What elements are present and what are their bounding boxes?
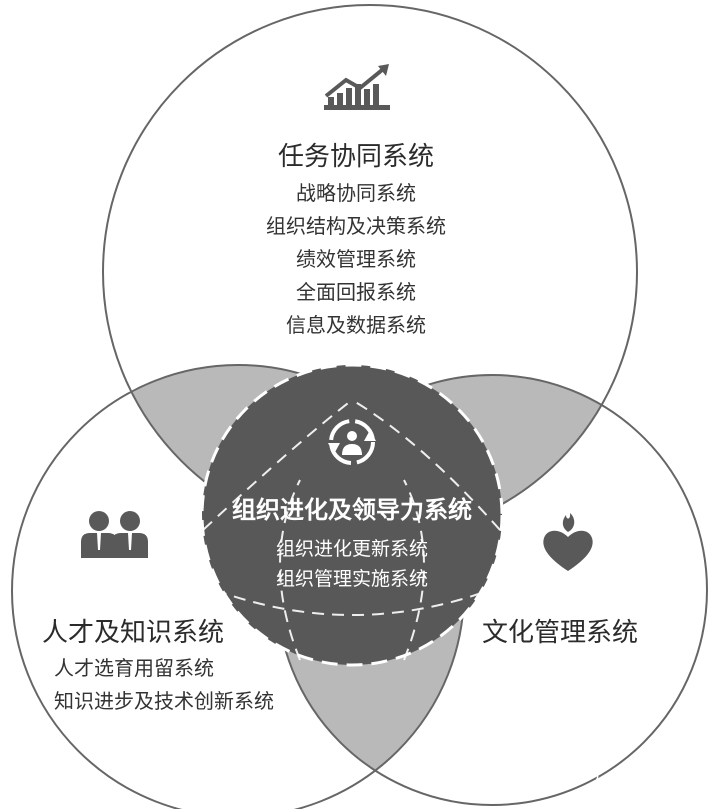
task-item: 战略协同系统 [296,181,416,205]
talent-item: 知识进步及技术创新系统 [54,689,274,713]
culture-title: 文化管理系统 [482,618,638,648]
center-dashed-arcs [202,399,501,661]
task-item: 组织结构及决策系统 [266,214,446,238]
center-item: 组织管理实施系统 [276,568,428,590]
two-people-icon [81,511,148,558]
center-circle [200,363,504,667]
center-title: 组织进化及领导力系统 [232,496,472,524]
watermark: 知乎 @黄一军 [595,775,702,795]
rotating-arrows-person-icon [328,419,376,465]
talent-title: 人才及知识系统 [42,618,224,648]
heart-flame-icon [543,513,593,571]
bar-chart-growth-icon [324,64,390,110]
center-item: 组织进化更新系统 [276,538,428,560]
task-item: 全面回报系统 [296,280,416,304]
task-item: 绩效管理系统 [296,247,416,271]
talent-item: 人才选育用留系统 [54,656,214,680]
task-item: 信息及数据系统 [286,313,426,337]
task-title: 任务协同系统 [278,142,434,172]
